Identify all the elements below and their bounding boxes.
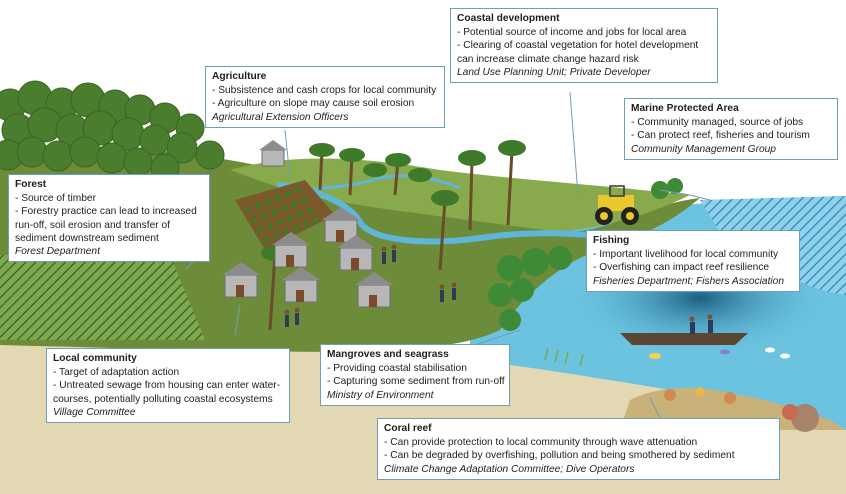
callout-item: - Source of timber — [15, 192, 203, 205]
callout-title: Mangroves and seagrass — [327, 348, 503, 361]
callout-title: Agriculture — [212, 70, 438, 83]
callout-title: Coastal development — [457, 12, 711, 25]
callout-agency: Climate Change Adaptation Committee; Div… — [384, 463, 773, 476]
coral-reef-callout: Coral reef - Can provide protection to l… — [377, 418, 780, 480]
callout-title: Coral reef — [384, 422, 773, 435]
callout-agency: Ministry of Environment — [327, 389, 503, 402]
callout-agency: Community Management Group — [631, 143, 831, 156]
callout-agency: Agricultural Extension Officers — [212, 111, 438, 124]
agriculture-callout: Agriculture - Subsistence and cash crops… — [205, 66, 445, 128]
coastal-development-callout: Coastal development - Potential source o… — [450, 8, 718, 83]
callout-title: Local community — [53, 352, 283, 365]
callout-agency: Land Use Planning Unit; Private Develope… — [457, 66, 711, 79]
callout-item: - Providing coastal stabilisation — [327, 362, 503, 375]
callout-item: - Potential source of income and jobs fo… — [457, 26, 711, 39]
callout-title: Fishing — [593, 234, 793, 247]
callout-item: - Overfishing can impact reef resilience — [593, 261, 793, 274]
callout-title: Forest — [15, 178, 203, 191]
callout-agency: Forest Department — [15, 245, 203, 258]
marine-protected-area-callout: Marine Protected Area - Community manage… — [624, 98, 838, 160]
callout-title: Marine Protected Area — [631, 102, 831, 115]
callout-item: - Capturing some sediment from run-off — [327, 375, 503, 388]
callout-item: - Clearing of coastal vegetation for hot… — [457, 39, 711, 65]
callout-item: - Important livelihood for local communi… — [593, 248, 793, 261]
callout-item: - Can be degraded by overfishing, pollut… — [384, 449, 773, 462]
local-community-callout: Local community - Target of adaptation a… — [46, 348, 290, 423]
forest-callout: Forest - Source of timber - Forestry pra… — [8, 174, 210, 262]
callout-item: - Community managed, source of jobs — [631, 116, 831, 129]
callout-item: - Untreated sewage from housing can ente… — [53, 379, 283, 405]
fishing-callout: Fishing - Important livelihood for local… — [586, 230, 800, 292]
callout-item: - Target of adaptation action — [53, 366, 283, 379]
callout-item: - Subsistence and cash crops for local c… — [212, 84, 438, 97]
callout-agency: Village Committee — [53, 406, 283, 419]
callout-agency: Fisheries Department; Fishers Associatio… — [593, 275, 793, 288]
callout-item: - Agriculture on slope may cause soil er… — [212, 97, 438, 110]
callout-item: - Can protect reef, fisheries and touris… — [631, 129, 831, 142]
callout-item: - Can provide protection to local commun… — [384, 436, 773, 449]
mangroves-seagrass-callout: Mangroves and seagrass - Providing coast… — [320, 344, 510, 406]
forest-plantation — [0, 255, 205, 340]
callout-item: - Forestry practice can lead to increase… — [15, 205, 203, 245]
